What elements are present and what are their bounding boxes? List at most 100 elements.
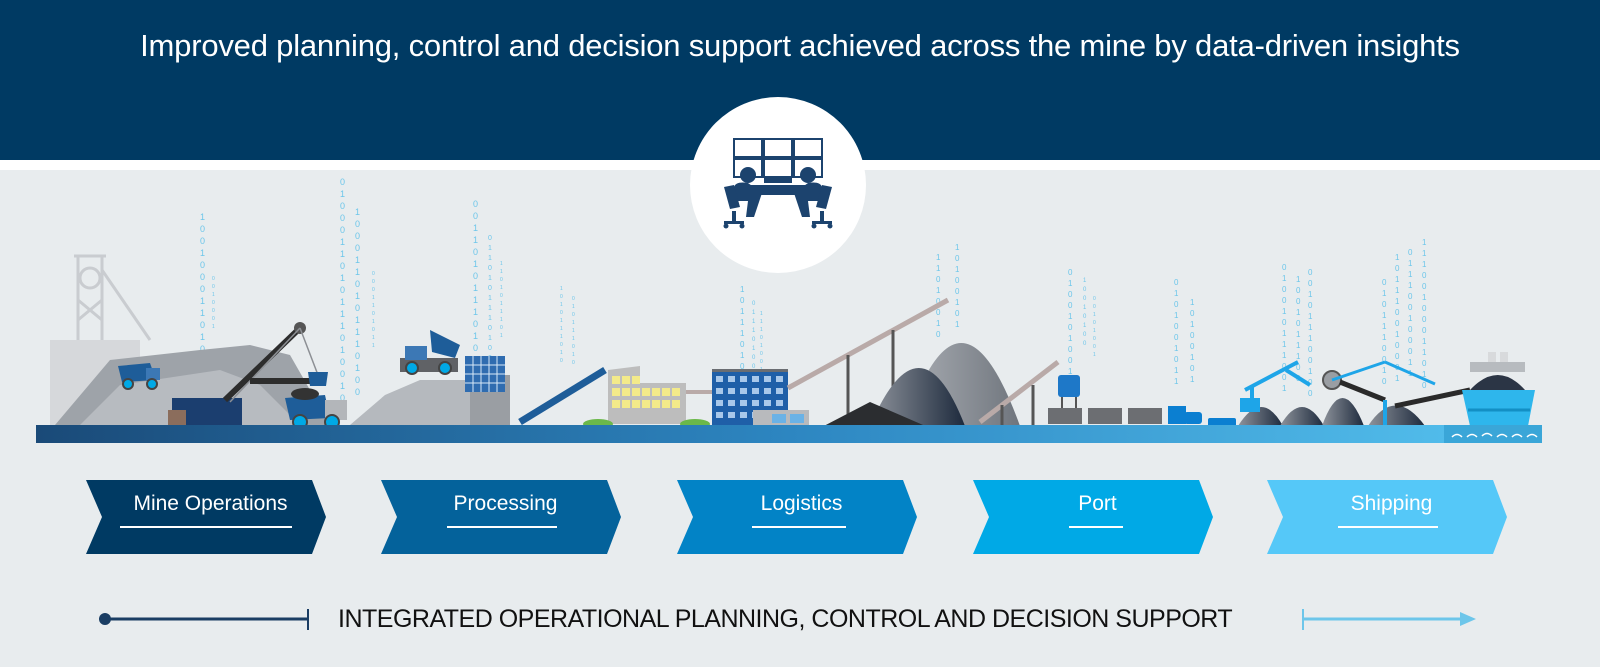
- binary-digit: 0: [1190, 342, 1195, 351]
- binary-digit: 0: [1282, 296, 1287, 305]
- locomotive-icon: [1168, 406, 1202, 424]
- binary-digit: 0: [1093, 296, 1096, 302]
- binary-digit: 0: [1083, 332, 1087, 338]
- binary-digit: 1: [752, 310, 756, 316]
- binary-digit: 1: [740, 351, 745, 360]
- conveyor-belt: [518, 367, 607, 425]
- binary-digit: 1: [1382, 322, 1387, 331]
- binary-digit: 0: [560, 294, 563, 300]
- binary-digit: 1: [1382, 289, 1387, 298]
- binary-digit: 0: [488, 285, 492, 292]
- binary-digit: 1: [1282, 329, 1287, 338]
- binary-digit: 0: [1296, 297, 1301, 306]
- stage-underline: [1069, 526, 1123, 528]
- binary-digit: 0: [1190, 364, 1195, 373]
- binary-digit: 0: [340, 201, 345, 211]
- binary-digit: 1: [340, 273, 345, 283]
- binary-digit: 1: [1296, 341, 1301, 350]
- processing-scene: [350, 330, 710, 429]
- stage-shipping[interactable]: Shipping: [1263, 478, 1508, 556]
- binary-digit: 0: [1282, 285, 1287, 294]
- binary-digit: 1: [355, 255, 360, 265]
- binary-digit: 0: [740, 362, 745, 371]
- binary-digit: 0: [200, 272, 205, 282]
- binary-digit: 1: [572, 328, 575, 334]
- binary-digit: 0: [752, 301, 756, 307]
- binary-digit: 1: [1382, 366, 1387, 375]
- binary-digit: 0: [936, 330, 941, 339]
- binary-digit: 0: [473, 271, 478, 281]
- binary-digit: 1: [1282, 384, 1287, 393]
- binary-digit: 1: [1408, 270, 1413, 279]
- binary-digit: 0: [1422, 326, 1427, 335]
- stage-label: Mine Operations: [133, 492, 288, 515]
- binary-digit: 1: [473, 283, 478, 293]
- binary-digit: 1: [340, 189, 345, 199]
- binary-digit: 1: [1395, 275, 1400, 284]
- binary-digit: 0: [212, 276, 215, 282]
- binary-digit: 0: [473, 343, 478, 353]
- stage-label: Port: [1078, 492, 1117, 515]
- stage-processing[interactable]: Processing: [377, 478, 622, 556]
- conveyor-belt: [786, 297, 950, 391]
- binary-digit: 1: [372, 335, 375, 341]
- stacker-reclaimer-icon: [1322, 360, 1471, 426]
- haul-truck-loaded-icon: [285, 388, 347, 430]
- binary-digit: 0: [936, 297, 941, 306]
- binary-digit: 0: [372, 287, 375, 293]
- binary-data-streams: 1001000110101100100010100011010111010010…: [200, 177, 1427, 415]
- binary-digit: 1: [355, 327, 360, 337]
- binary-digit: 1: [572, 320, 575, 326]
- binary-digit: 0: [340, 261, 345, 271]
- binary-digit: 0: [572, 344, 575, 350]
- binary-digit: 0: [560, 342, 563, 348]
- binary-digit: 0: [1308, 356, 1313, 365]
- binary-digit: 0: [340, 369, 345, 379]
- coal-pile: [820, 402, 930, 428]
- binary-digit: 0: [355, 375, 360, 385]
- binary-digit: 1: [1408, 281, 1413, 290]
- binary-digit: 0: [936, 275, 941, 284]
- binary-digit: 1: [473, 295, 478, 305]
- binary-digit: 1: [752, 328, 756, 334]
- binary-digit: 1: [1308, 367, 1313, 376]
- binary-digit: 0: [1308, 345, 1313, 354]
- binary-digit: 0: [1282, 263, 1287, 272]
- binary-digit: 0: [500, 293, 503, 299]
- binary-digit: 0: [1282, 362, 1287, 371]
- binary-digit: 0: [1395, 352, 1400, 361]
- binary-digit: 0: [340, 333, 345, 343]
- mine-scene: [50, 254, 347, 436]
- stage-port[interactable]: Port: [969, 478, 1214, 556]
- stockpiles: [1238, 398, 1425, 426]
- stage-label: Logistics: [760, 492, 843, 515]
- binary-digit: 1: [1422, 293, 1427, 302]
- binary-digit: 0: [200, 344, 205, 354]
- binary-digit: 1: [1296, 308, 1301, 317]
- binary-digit: 0: [340, 213, 345, 223]
- binary-digit: 1: [473, 307, 478, 317]
- binary-digit: 0: [760, 335, 763, 341]
- stage-mine-operations[interactable]: Mine Operations: [82, 478, 327, 556]
- binary-digit: 1: [488, 305, 492, 312]
- binary-digit: 1: [1395, 330, 1400, 339]
- binary-digit: 0: [572, 296, 575, 302]
- stage-logistics[interactable]: Logistics: [673, 478, 918, 556]
- binary-digit: 1: [740, 318, 745, 327]
- binary-digit: 1: [572, 352, 575, 358]
- binary-digit: 1: [488, 315, 492, 322]
- binary-digit: 1: [355, 363, 360, 373]
- chevron-shape: [381, 480, 621, 554]
- binary-digit: 1: [1422, 370, 1427, 379]
- binary-digit: 1: [488, 295, 492, 302]
- binary-digit: 0: [1408, 292, 1413, 301]
- binary-digit: 0: [760, 359, 763, 365]
- binary-digit: 0: [1382, 355, 1387, 364]
- binary-digit: 1: [1382, 333, 1387, 342]
- binary-digit: 0: [1068, 290, 1073, 299]
- binary-digit: 1: [1282, 274, 1287, 283]
- control-room-operators-icon: [723, 138, 833, 229]
- binary-digit: 0: [572, 360, 575, 366]
- binary-digit: 0: [1408, 248, 1413, 257]
- binary-digit: 1: [200, 212, 205, 222]
